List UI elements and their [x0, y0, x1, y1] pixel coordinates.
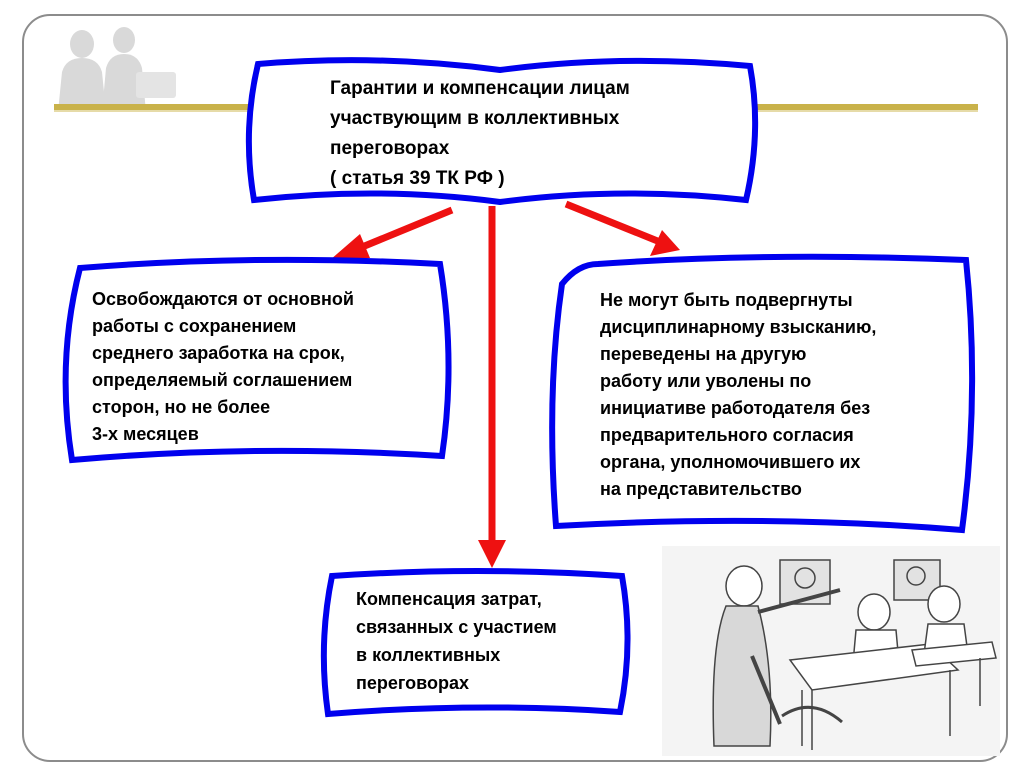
bottom-box — [320, 568, 631, 718]
arrow-head-left — [330, 234, 370, 260]
title-box — [245, 57, 759, 206]
arrow-head-bottom — [478, 540, 506, 568]
right-box — [549, 253, 976, 534]
left-box-text: Освобождаются от основной работы с сохра… — [92, 289, 354, 444]
people-silhouette-logo — [58, 27, 176, 112]
bottom-box-text: Компенсация затрат, связанных с участием… — [356, 589, 557, 693]
arrow-to-right-box — [564, 200, 662, 246]
arrow-to-left-box — [348, 206, 454, 256]
right-box-text: Не могут быть подвергнуты дисциплинарном… — [600, 290, 877, 499]
left-box — [62, 256, 452, 464]
title-text: Гарантии и компенсации лицам участвующим… — [330, 78, 630, 189]
arrow-head-right — [650, 230, 680, 256]
classroom-cartoon-illustration — [662, 546, 1000, 756]
